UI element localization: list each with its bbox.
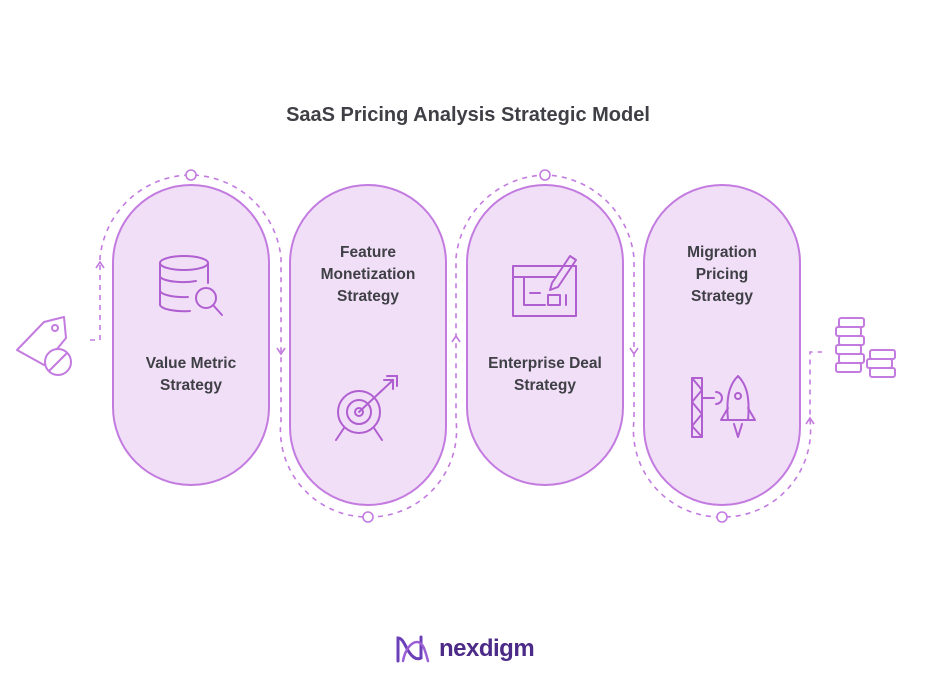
connector-node [539,169,551,181]
brand-logo: nexdigm [395,634,535,664]
stage-pill-value-metric [112,184,270,486]
brand-name: nexdigm [439,635,535,662]
price-tag-no-icon [16,316,72,376]
flow-connector [90,174,822,518]
stage-pill-feature-monetization [289,184,447,506]
stage-pill-enterprise-deal [466,184,624,486]
database-search-icon [159,255,223,316]
connector-node [185,169,197,181]
rocket-launch-icon [691,375,756,438]
flow-arrows [95,260,815,425]
stage-pill-migration-pricing [643,184,801,506]
connector-node [362,511,374,523]
connector-node [716,511,728,523]
diagram-title: SaaS Pricing Analysis Strategic Model [286,104,650,126]
nexdigm-logo-icon [396,635,430,663]
target-arrow-icon [335,375,398,441]
blueprint-pencil-icon [512,255,577,317]
coin-stacks-icon [835,317,896,378]
